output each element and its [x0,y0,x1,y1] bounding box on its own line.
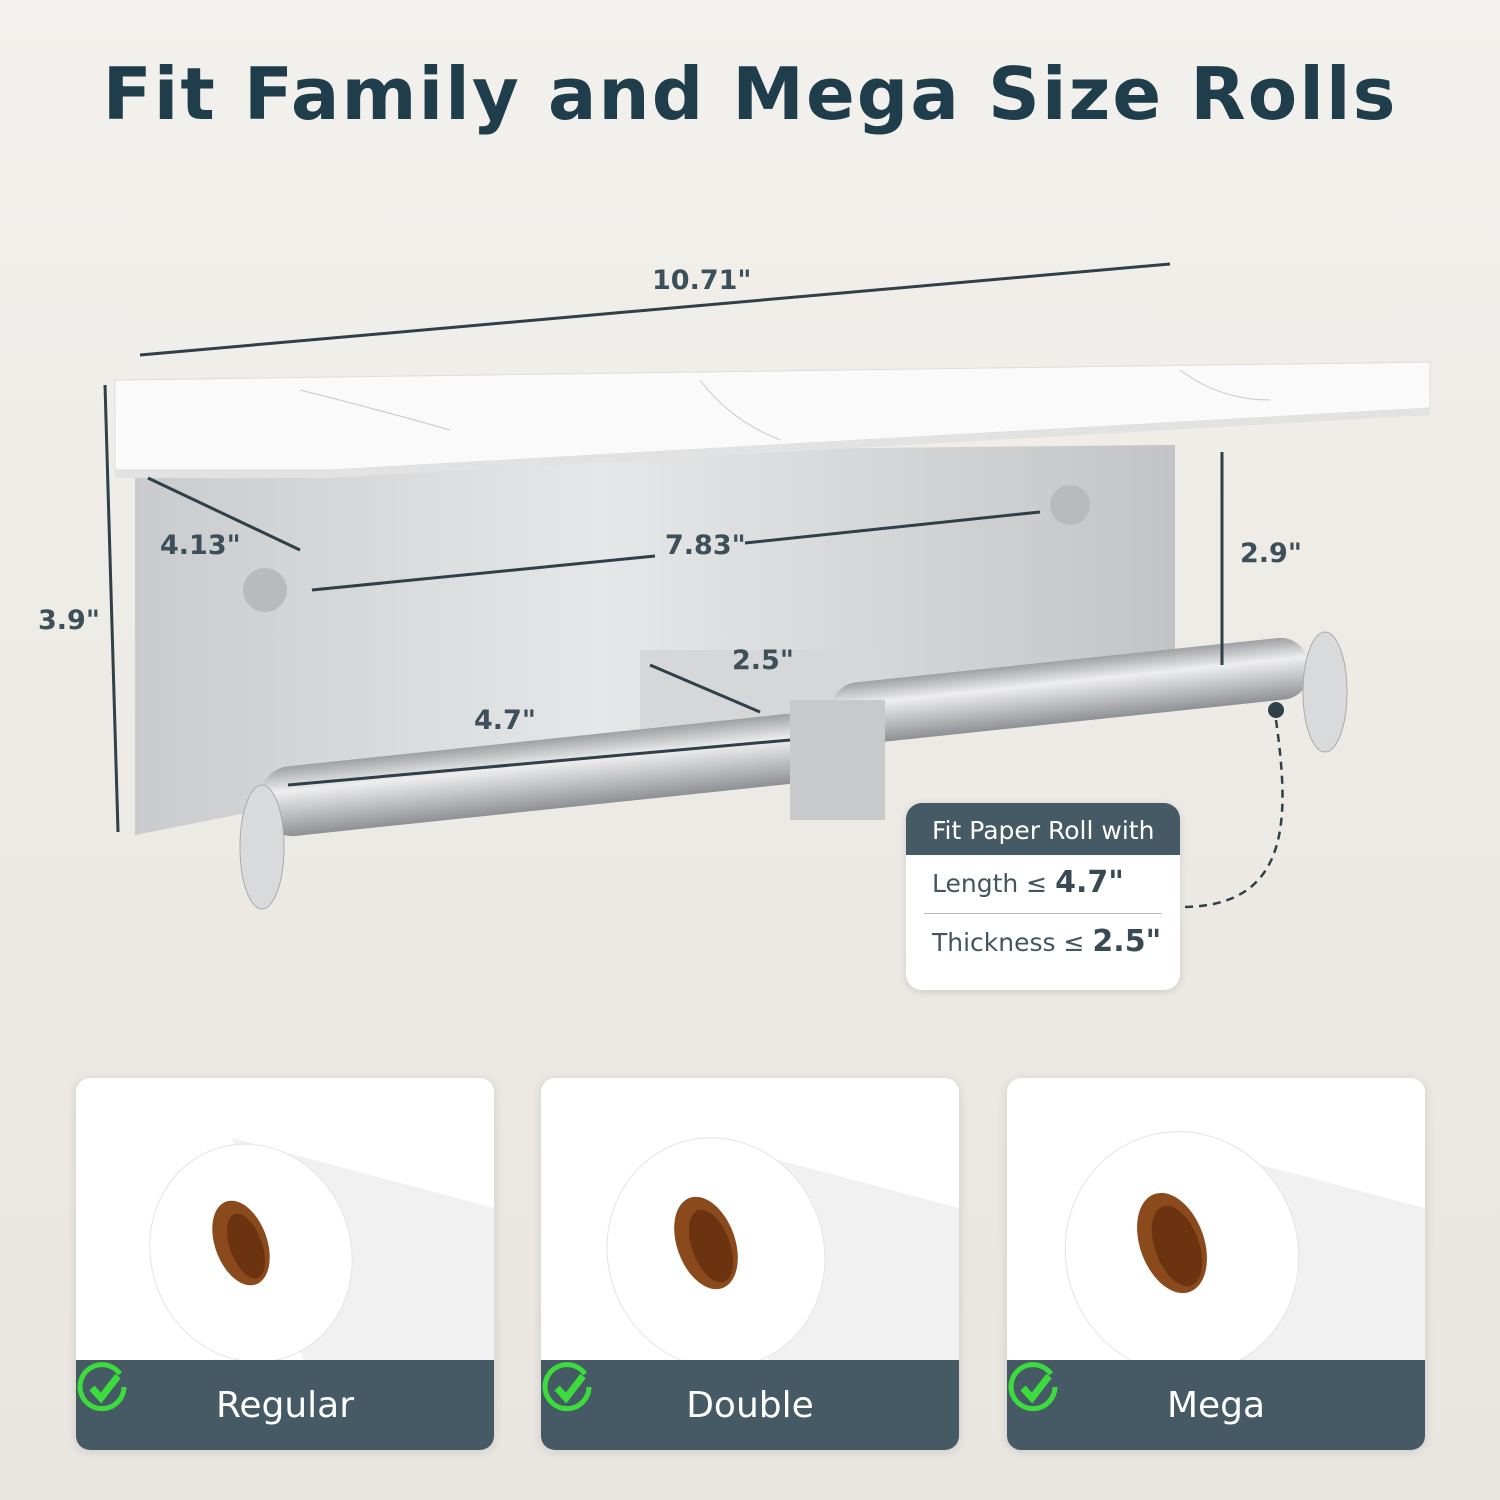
check-circle-icon [77,1362,127,1412]
check-circle-icon [542,1362,592,1412]
rod-cap [239,784,285,910]
roll-label-bar: Regular [76,1360,494,1450]
length-value: 4.7" [1055,865,1124,900]
back-plate [135,445,1175,835]
right-rod [830,637,1310,745]
roll-type-label: Regular [215,1384,355,1426]
dim-depth: 4.13" [160,530,241,561]
roll-label-bar: Double [541,1360,959,1450]
roll-type-label: Mega [1166,1384,1266,1426]
roll-card-mega: Mega [1007,1078,1425,1450]
roll-label-bar: Mega [1007,1360,1425,1450]
paper-roll-image [606,1137,959,1368]
thickness-label: Thickness ≤ [932,928,1085,957]
roll-type-label: Double [686,1384,814,1426]
dim-mount-spacing: 7.83" [665,530,746,561]
check-circle-icon [1008,1362,1058,1412]
page-title: Fit Family and Mega Size Rolls [102,52,1398,136]
dim-width: 10.71" [652,265,752,296]
mount-screw [1050,485,1090,525]
mount-screw [243,568,287,612]
thickness-row: Thickness ≤ 2.5" [906,914,1180,964]
paper-roll-image [149,1138,494,1368]
info-header: Fit Paper Roll with [906,803,1180,855]
length-label: Length ≤ [932,869,1048,898]
fit-info-box: Fit Paper Roll with Length ≤ 4.7" Thickn… [906,803,1180,990]
rod-cap [1302,631,1348,753]
length-row: Length ≤ 4.7" [906,855,1180,905]
dim-height: 3.9" [38,605,100,636]
paper-roll-image [1064,1131,1425,1368]
left-rod [260,713,820,837]
dim-shelf-to-rod: 2.9" [1240,538,1302,569]
thickness-value: 2.5" [1092,924,1162,959]
dim-rod-length: 4.7" [474,705,536,736]
roll-card-double: Double [541,1078,959,1450]
holder-illustration [103,262,1431,910]
divider [924,913,1162,914]
dim-roll-gap: 2.5" [732,645,794,676]
roll-card-regular: Regular [76,1078,494,1450]
